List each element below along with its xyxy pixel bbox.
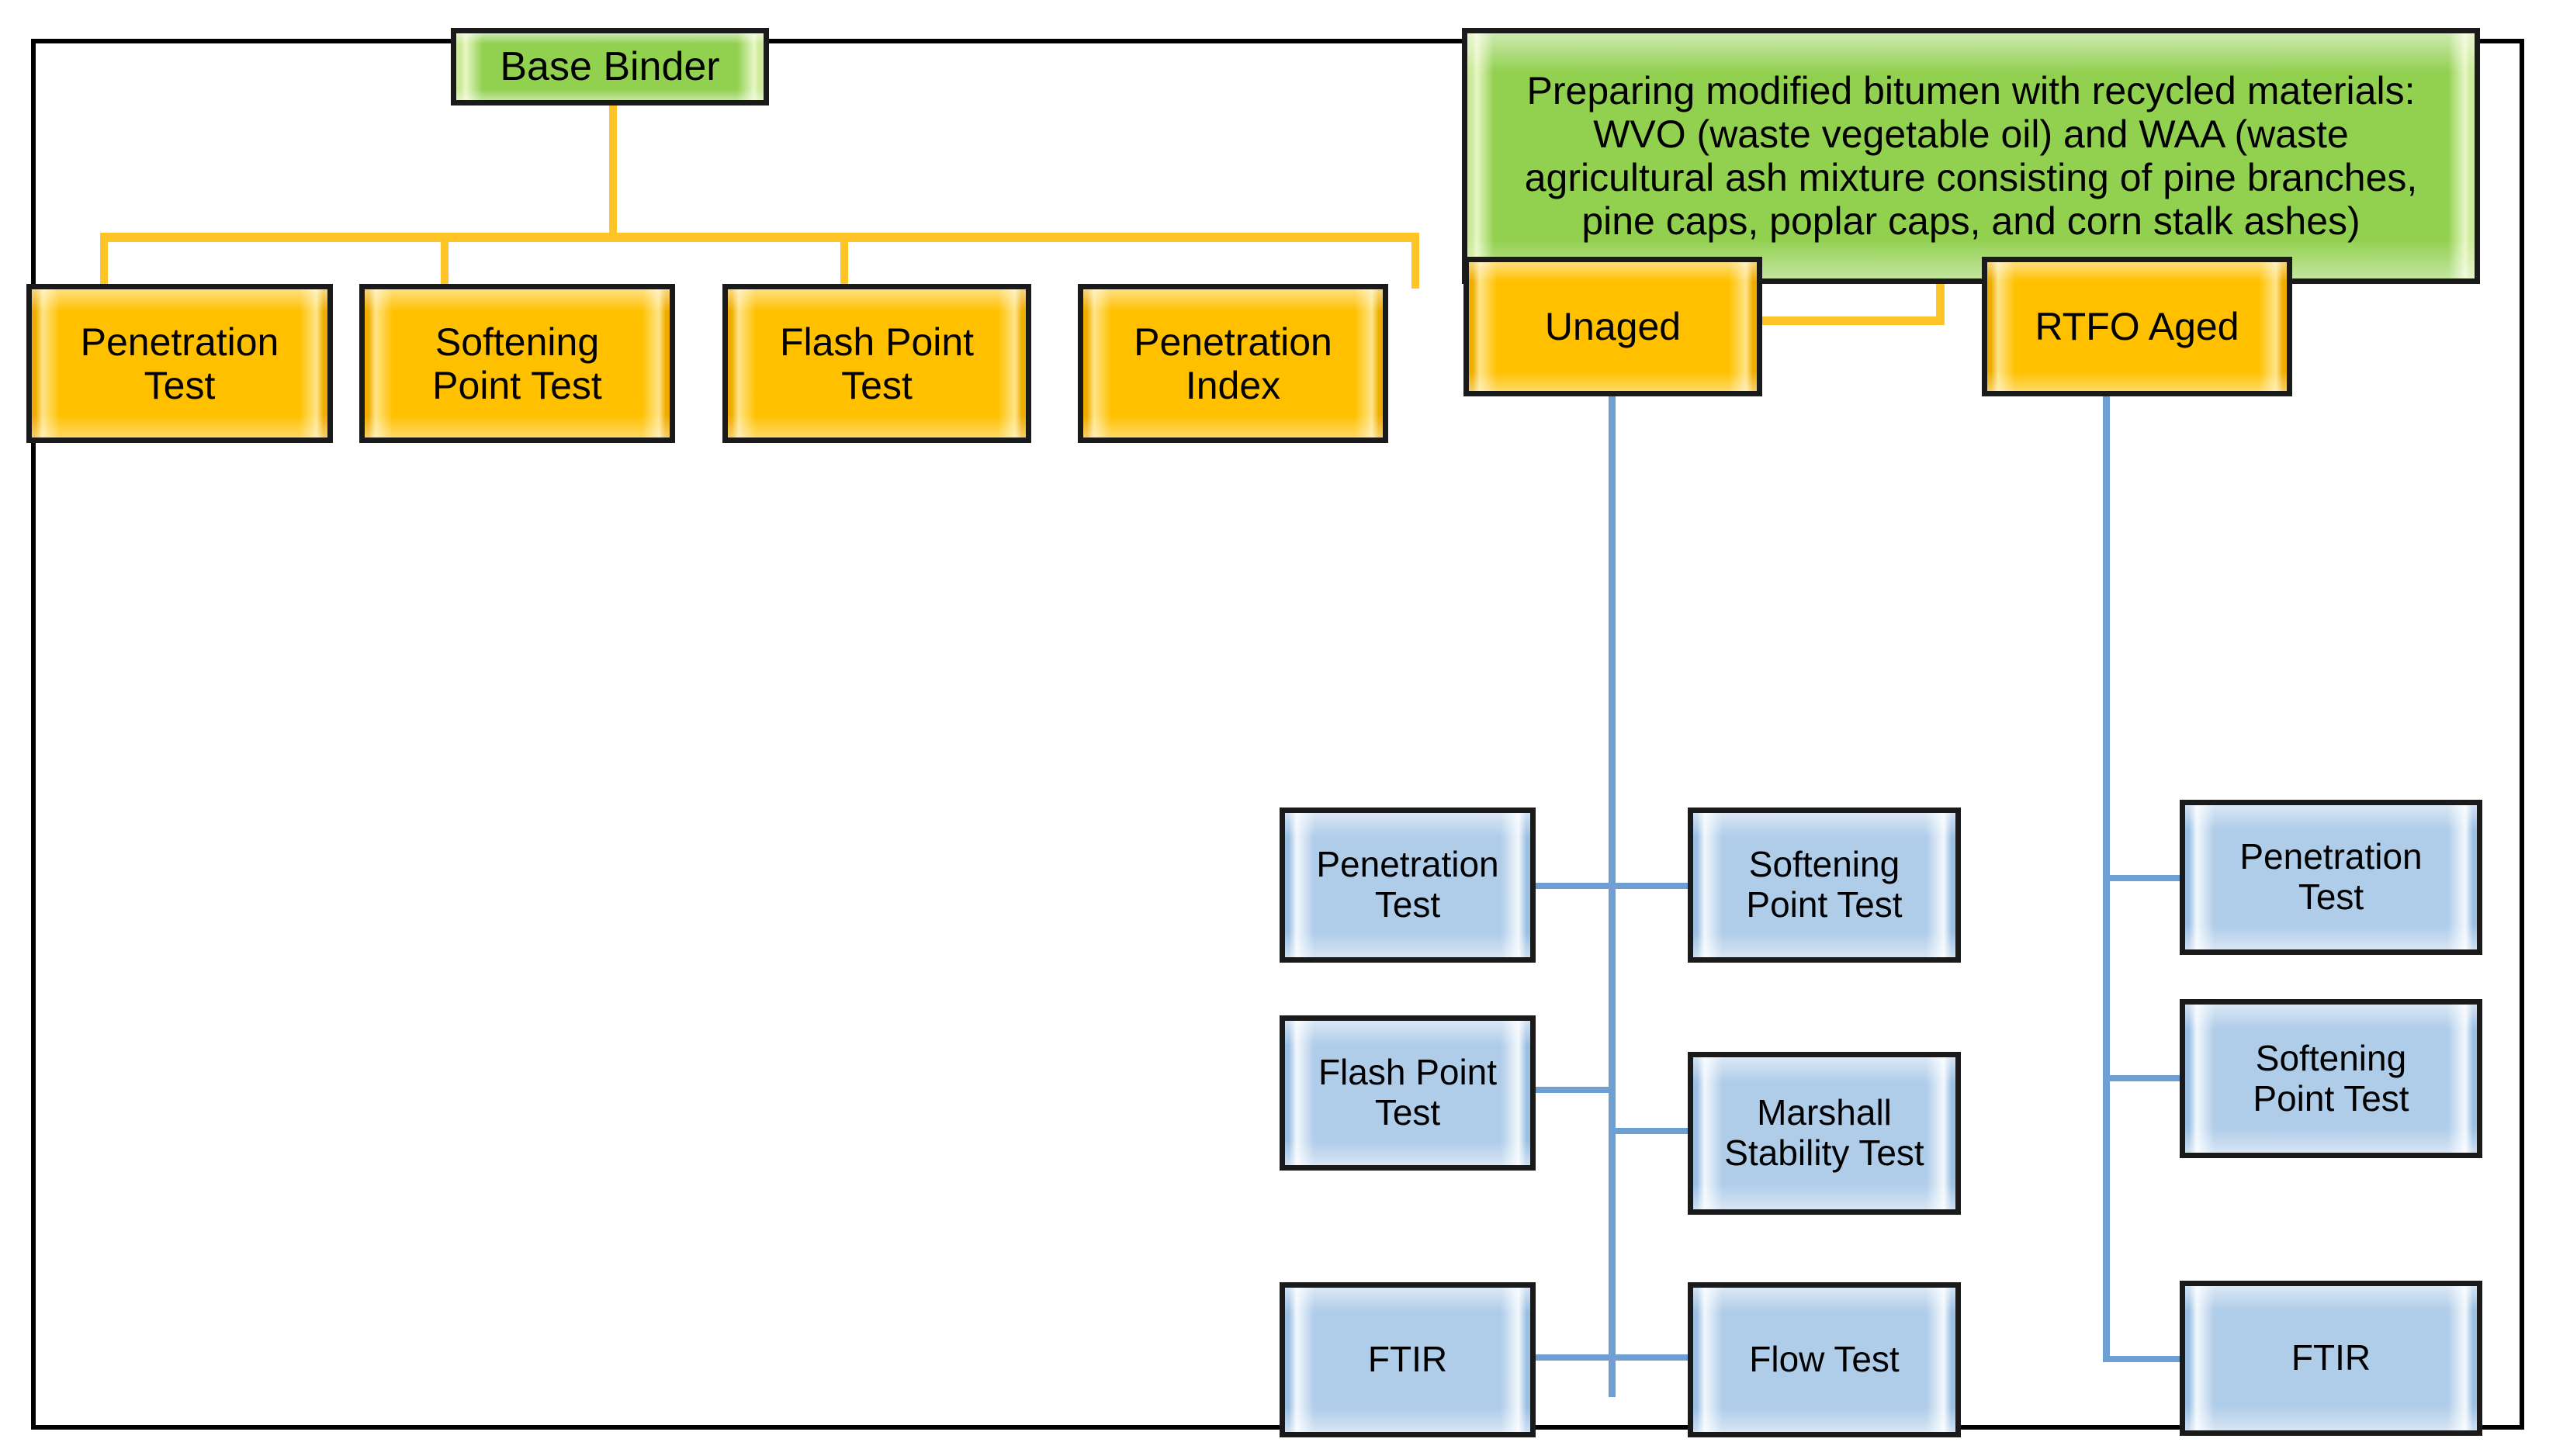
- connector-unaged-stub-right-1: [1612, 883, 1688, 889]
- connector-unaged-spine: [1609, 396, 1616, 1397]
- diagram-frame: Base Binder Penetration Test Softening P…: [26, 28, 2524, 1437]
- connector-base-binder-drop-2: [441, 233, 449, 289]
- connector-base-binder-drop-1: [100, 233, 108, 289]
- node-unaged-flash-point-test-label: Flash Point Test: [1318, 1052, 1498, 1133]
- connector-unaged-stub-right-2: [1612, 1128, 1688, 1134]
- node-stage-rtfo-aged[interactable]: RTFO Aged: [1982, 257, 2292, 396]
- node-base-flash-point-test-label: Flash Point Test: [779, 320, 975, 407]
- node-base-binder-label: Base Binder: [500, 43, 720, 89]
- node-rtfo-penetration-test[interactable]: Penetration Test: [2180, 800, 2482, 955]
- node-unaged-flash-point-test[interactable]: Flash Point Test: [1280, 1015, 1536, 1171]
- node-rtfo-ftir[interactable]: FTIR: [2180, 1281, 2482, 1436]
- connector-base-binder-stem: [609, 104, 617, 237]
- node-modified-bitumen-label: Preparing modified bitumen with recycled…: [1524, 69, 2418, 243]
- connector-base-binder-bus: [100, 233, 1419, 242]
- node-stage-unaged[interactable]: Unaged: [1463, 257, 1762, 396]
- node-base-penetration-index[interactable]: Penetration Index: [1078, 284, 1388, 443]
- node-base-flash-point-test[interactable]: Flash Point Test: [722, 284, 1031, 443]
- node-unaged-marshall-stability-test[interactable]: Marshall Stability Test: [1688, 1052, 1961, 1215]
- node-base-penetration-test[interactable]: Penetration Test: [26, 284, 333, 443]
- node-base-penetration-index-label: Penetration Index: [1134, 320, 1332, 407]
- connector-rtfo-stub-2: [2106, 1075, 2180, 1081]
- node-base-softening-point-test[interactable]: Softening Point Test: [359, 284, 675, 443]
- node-unaged-ftir-label: FTIR: [1367, 1339, 1448, 1380]
- node-unaged-penetration-test-label: Penetration Test: [1316, 844, 1499, 925]
- connector-base-binder-drop-3: [840, 233, 848, 289]
- node-unaged-flow-test-label: Flow Test: [1749, 1339, 1900, 1380]
- node-unaged-flow-test[interactable]: Flow Test: [1688, 1282, 1961, 1437]
- connector-unaged-stub-left-3: [1536, 1354, 1612, 1361]
- node-unaged-ftir[interactable]: FTIR: [1280, 1282, 1536, 1437]
- node-unaged-penetration-test[interactable]: Penetration Test: [1280, 808, 1536, 963]
- node-unaged-softening-point-test[interactable]: Softening Point Test: [1688, 808, 1961, 963]
- node-rtfo-softening-point-test-label: Softening Point Test: [2253, 1037, 2409, 1119]
- node-base-binder[interactable]: Base Binder: [451, 28, 769, 105]
- connector-modified-bitumen-stem: [1936, 282, 1945, 321]
- connector-unaged-stub-left-1: [1536, 883, 1612, 889]
- connector-rtfo-stub-1: [2106, 875, 2180, 881]
- node-unaged-marshall-stability-test-label: Marshall Stability Test: [1724, 1092, 1924, 1173]
- node-stage-unaged-label: Unaged: [1544, 305, 1682, 348]
- node-rtfo-softening-point-test[interactable]: Softening Point Test: [2180, 999, 2482, 1158]
- node-modified-bitumen[interactable]: Preparing modified bitumen with recycled…: [1462, 28, 2480, 284]
- connector-stage-bus: [1599, 316, 1945, 325]
- node-base-softening-point-test-label: Softening Point Test: [432, 320, 602, 407]
- node-unaged-softening-point-test-label: Softening Point Test: [1746, 844, 1903, 925]
- connector-unaged-stub-left-2: [1536, 1087, 1612, 1093]
- node-base-penetration-test-label: Penetration Test: [80, 320, 279, 407]
- node-stage-rtfo-aged-label: RTFO Aged: [2035, 305, 2239, 348]
- node-rtfo-penetration-test-label: Penetration Test: [2239, 836, 2423, 917]
- node-rtfo-ftir-label: FTIR: [2291, 1337, 2371, 1378]
- connector-base-binder-drop-4: [1411, 233, 1419, 289]
- connector-rtfo-stub-3: [2106, 1356, 2180, 1362]
- connector-unaged-stub-right-3: [1612, 1354, 1688, 1361]
